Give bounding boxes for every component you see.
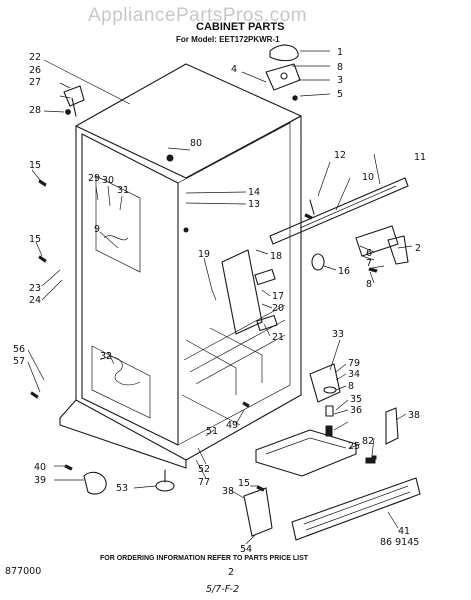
callout-28: 28 [29,105,41,116]
callout-15c: 15 [238,478,250,489]
callout-24: 24 [29,295,41,306]
callout-5: 5 [337,89,343,100]
callout-8b: 8 [366,279,372,290]
callout-20: 20 [272,303,284,314]
top-hinge-assembly [265,44,301,101]
callout-12: 12 [334,150,346,161]
callout-49: 49 [226,420,238,431]
drip-tray [255,429,357,477]
grille-bracket [243,487,273,537]
callout-11: 11 [414,152,426,163]
callout-31: 31 [117,185,129,196]
callout-13: 13 [248,199,260,210]
callout-27: 27 [29,77,41,88]
left-hinge [63,85,85,117]
callout-9: 9 [94,224,100,235]
callout-1: 1 [337,47,343,58]
callout-labels: 1 8 3 5 4 22 26 27 28 80 12 11 15 29 30 … [13,47,426,555]
callout-22: 22 [29,52,41,63]
handwritten-date: 5/7-F-2 [206,584,239,595]
toe-grille [291,477,421,541]
callout-38b: 38 [222,486,234,497]
leader-lines [27,50,413,545]
callout-33: 33 [332,329,344,340]
callout-39: 39 [34,475,46,486]
callout-57: 57 [13,356,25,367]
callout-25: 25 [348,441,360,452]
callout-77: 77 [198,477,210,488]
callout-54: 54 [240,544,252,555]
callout-3: 3 [337,75,343,86]
diagram-subtitle: For Model: EET172PKWR-1 [176,35,280,44]
callout-2: 2 [415,243,421,254]
callout-18: 18 [270,251,282,262]
callout-15: 15 [29,160,41,171]
callout-35: 35 [350,394,362,405]
doc-code: 877000 [5,566,41,577]
callout-4: 4 [231,64,237,75]
callout-17: 17 [272,291,284,302]
center-hinge [311,225,409,271]
callout-80: 80 [190,138,202,149]
footer-note: FOR ORDERING INFORMATION REFER TO PARTS … [100,555,309,562]
callout-34: 34 [348,369,360,380]
roller-assembly [83,469,175,495]
callout-40: 40 [34,462,46,473]
shelf-brackets [211,249,278,335]
callout-15b: 15 [29,234,41,245]
callout-32: 32 [100,351,112,362]
callout-14: 14 [248,187,260,198]
callout-7: 7 [366,258,372,269]
leveling-bracket [309,363,341,437]
page-number: 2 [228,567,234,578]
callout-36: 36 [350,405,362,416]
callout-29: 29 [88,173,100,184]
diagram-title: CABINET PARTS [196,21,284,33]
watermark: AppliancePartsPros.com [88,5,307,26]
callout-82: 82 [362,436,374,447]
callout-41: 41 [398,526,410,537]
cabinet-body [59,63,302,469]
callout-10: 10 [362,172,374,183]
callout-6: 6 [366,248,372,259]
callout-21: 21 [272,332,284,343]
callout-16: 16 [338,266,350,277]
callout-19: 19 [198,249,210,260]
callout-26: 26 [29,65,41,76]
grille-clip [365,407,399,464]
fasteners [30,154,378,492]
callout-30: 30 [102,175,114,186]
callout-51: 51 [206,426,218,437]
callout-52: 52 [198,464,210,475]
callout-79: 79 [348,358,360,369]
callout-56: 56 [13,344,25,355]
callout-53: 53 [116,483,128,494]
callout-8c: 8 [348,381,354,392]
mullion-rail [269,177,409,245]
callout-38: 38 [408,410,420,421]
callout-8: 8 [337,62,343,73]
figure-code: 86 9145 [380,537,419,548]
callout-23: 23 [29,283,41,294]
